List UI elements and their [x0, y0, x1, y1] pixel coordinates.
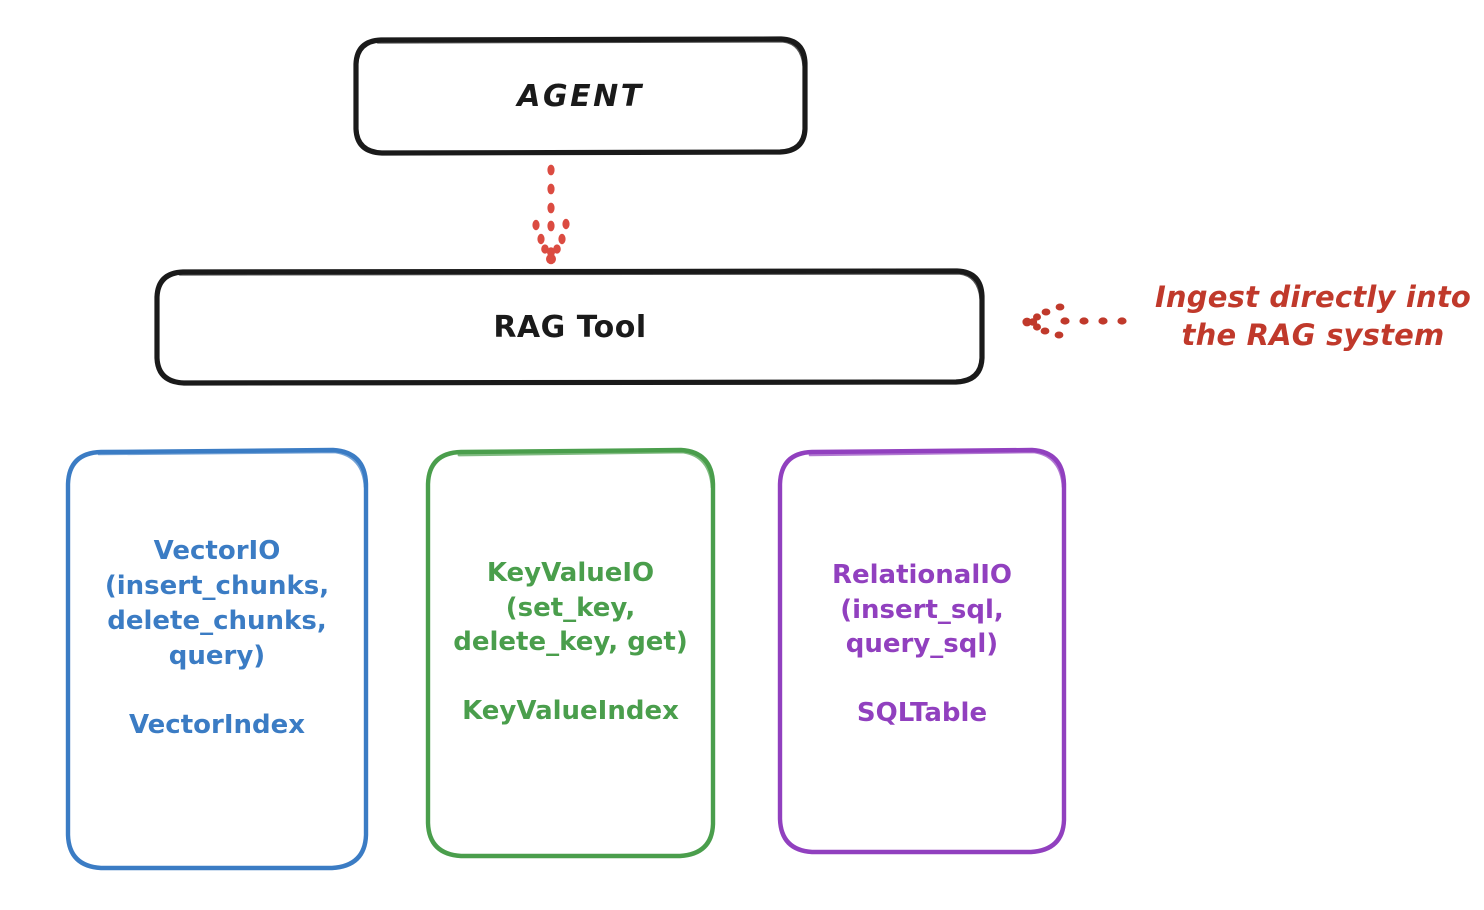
ingest-annotation-text: Ingest directly into the RAG system: [1154, 280, 1472, 353]
key-value-index-label: KeyValueIndex: [462, 696, 679, 727]
key-value-io-box-sketch-overlay: [457, 450, 714, 489]
vector-io-node[interactable]: VectorIO (insert_chunks, delete_chunks, …: [68, 450, 366, 868]
agent-box-sketch-overlay: [376, 39, 806, 68]
key-value-io-box-outline[interactable]: [425, 447, 716, 859]
vector-io-content: VectorIO (insert_chunks, delete_chunks, …: [105, 534, 329, 739]
agent-node[interactable]: AGENT: [356, 39, 805, 153]
key-value-io-content: KeyValueIO (set_key, delete_key, get) Ke…: [453, 556, 688, 726]
vector-io-box-outline[interactable]: [65, 447, 369, 871]
rag-tool-box-outline[interactable]: [154, 268, 985, 386]
agent-label: AGENT: [517, 78, 644, 114]
agent-to-rag-tool-arrow: [532, 164, 570, 265]
rag-tool-node[interactable]: RAG Tool: [157, 271, 983, 383]
rag-tool-box-sketch-overlay: [178, 271, 983, 301]
agent-box-outline[interactable]: [353, 36, 808, 156]
relational-io-box-sketch-overlay: [808, 450, 1065, 489]
relational-io-node[interactable]: RelationalIO (insert_sql, query_sql) SQL…: [780, 450, 1064, 852]
ingest-arrow: [1022, 303, 1127, 339]
key-value-io-node[interactable]: KeyValueIO (set_key, delete_key, get) Ke…: [428, 450, 713, 856]
sql-table-label: SQLTable: [856, 698, 988, 729]
relational-io-box-outline[interactable]: [777, 447, 1067, 855]
relational-io-api-label: RelationalIO (insert_sql, query_sql): [831, 559, 1013, 660]
vector-index-label: VectorIndex: [128, 709, 306, 740]
vector-io-box-sketch-overlay: [97, 450, 367, 489]
key-value-io-api-label: KeyValueIO (set_key, delete_key, get): [453, 557, 688, 658]
relational-io-content: RelationalIO (insert_sql, query_sql) SQL…: [832, 558, 1012, 728]
rag-tool-label: RAG Tool: [493, 309, 647, 345]
vector-io-api-label: VectorIO (insert_chunks, delete_chunks, …: [104, 536, 330, 671]
